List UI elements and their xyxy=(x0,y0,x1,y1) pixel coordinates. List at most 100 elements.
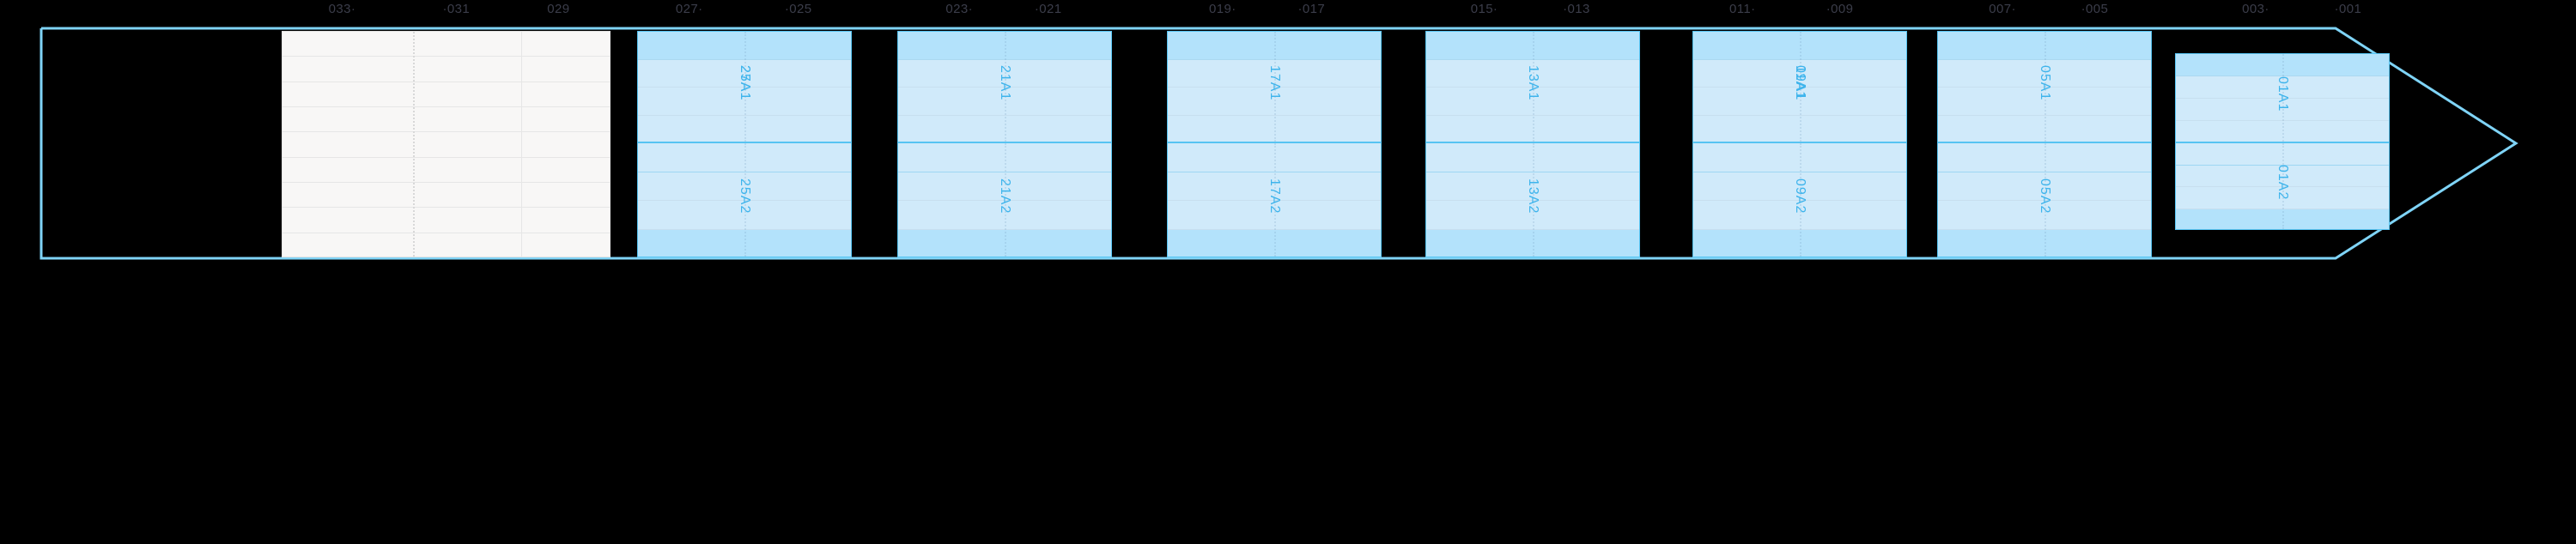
tier-row[interactable] xyxy=(2176,166,2390,187)
tier-row[interactable] xyxy=(1168,88,1382,116)
bay-01-lower[interactable]: 01A2 xyxy=(2175,142,2391,230)
tier-row[interactable] xyxy=(1937,60,2151,88)
tier-row[interactable] xyxy=(1426,32,1640,60)
axis-tick-label: 015· xyxy=(1470,2,1498,16)
axis-tick-label: 003· xyxy=(2242,2,2269,16)
tier-row[interactable] xyxy=(1692,88,1906,116)
tier-row[interactable] xyxy=(897,88,1111,116)
axis-tick-label: ·025 xyxy=(784,2,812,16)
tier-row[interactable] xyxy=(638,172,852,201)
bay-divider-line xyxy=(1533,143,1535,257)
tier-row[interactable] xyxy=(897,172,1111,201)
tier-row[interactable] xyxy=(1426,201,1640,230)
bay-divider-line xyxy=(521,32,523,257)
tier-row[interactable] xyxy=(283,158,610,183)
tier-row[interactable] xyxy=(2176,99,2390,121)
axis-tick-label: 033· xyxy=(328,2,356,16)
tier-row[interactable] xyxy=(2176,143,2390,166)
tier-row[interactable] xyxy=(283,183,610,209)
tier-row[interactable] xyxy=(283,233,610,257)
bay-29[interactable] xyxy=(282,0,611,544)
axis-tick-label: 023· xyxy=(945,2,973,16)
tier-row[interactable] xyxy=(638,60,852,88)
tier-row[interactable] xyxy=(1692,229,1906,257)
bay-divider-line xyxy=(1004,32,1006,142)
tier-row[interactable] xyxy=(1937,201,2151,230)
tier-row[interactable] xyxy=(283,82,610,107)
tier-row[interactable] xyxy=(638,143,852,172)
tier-row[interactable] xyxy=(638,201,852,230)
bay-05-lower[interactable]: 05A2 xyxy=(1936,142,2152,257)
bay-divider-line xyxy=(2044,32,2046,142)
tier-row[interactable] xyxy=(1937,32,2151,60)
tier-row[interactable] xyxy=(638,88,852,116)
tier-row[interactable] xyxy=(638,32,852,60)
tier-row[interactable] xyxy=(1426,229,1640,257)
bay-21-upper[interactable]: 21A1 xyxy=(896,31,1112,142)
bay-29-upper[interactable] xyxy=(282,31,611,257)
tier-row[interactable] xyxy=(1937,88,2151,116)
axis-tick-007: 007· xyxy=(1989,0,2016,19)
tier-row[interactable] xyxy=(1168,32,1382,60)
tier-row[interactable] xyxy=(1937,143,2151,172)
axis-tick-029: 029 xyxy=(547,0,569,19)
bay-13-lower[interactable]: 13A2 xyxy=(1425,142,1641,257)
tier-row[interactable] xyxy=(1692,172,1906,201)
tier-row[interactable] xyxy=(1168,60,1382,88)
tier-row[interactable] xyxy=(283,32,610,57)
tier-row[interactable] xyxy=(283,132,610,158)
axis-tick-label: ·031 xyxy=(442,2,471,16)
tier-row[interactable] xyxy=(1692,60,1906,88)
tier-row[interactable] xyxy=(897,229,1111,257)
bay-01-upper[interactable]: 01A1 xyxy=(2175,53,2391,142)
tier-row[interactable] xyxy=(1426,143,1640,172)
tier-row[interactable] xyxy=(897,60,1111,88)
tier-row[interactable] xyxy=(638,229,852,257)
axis-tick-019: 019· xyxy=(1209,0,1236,19)
tier-row[interactable] xyxy=(1426,60,1640,88)
tier-row[interactable] xyxy=(897,143,1111,172)
tier-row[interactable] xyxy=(1692,32,1906,60)
tier-row[interactable] xyxy=(1426,172,1640,201)
bay-divider-line xyxy=(1799,32,1801,142)
axis-tick-015: 015· xyxy=(1471,0,1498,19)
bay-11-09-lower[interactable]: 09A2 xyxy=(1692,142,1907,257)
tier-row[interactable] xyxy=(1937,229,2151,257)
axis-tick-017: ·017 xyxy=(1298,0,1326,19)
tier-row[interactable] xyxy=(897,32,1111,60)
bay-17-upper[interactable]: 17A1 xyxy=(1167,31,1382,142)
tier-row[interactable] xyxy=(1168,229,1382,257)
tier-row[interactable] xyxy=(2176,209,2390,229)
axis-tick-label: ·021 xyxy=(1034,2,1062,16)
tier-row[interactable] xyxy=(2176,76,2390,99)
tier-row[interactable] xyxy=(2176,54,2390,76)
tier-row[interactable] xyxy=(283,57,610,82)
tier-row[interactable] xyxy=(1937,172,2151,201)
bay-17-lower[interactable]: 17A2 xyxy=(1167,142,1382,257)
tier-row[interactable] xyxy=(283,107,610,133)
tier-row[interactable] xyxy=(897,201,1111,230)
tier-row[interactable] xyxy=(2176,187,2390,209)
tier-row[interactable] xyxy=(283,208,610,233)
tier-row[interactable] xyxy=(1168,143,1382,172)
tier-row[interactable] xyxy=(1426,88,1640,116)
tier-row[interactable] xyxy=(1168,201,1382,230)
tier-row[interactable] xyxy=(1692,201,1906,230)
bay-27-25-lower[interactable]: 25A2 xyxy=(637,142,853,257)
bay-13-upper[interactable]: 13A1 xyxy=(1425,31,1641,142)
bay-divider-line xyxy=(2282,54,2285,142)
tier-row[interactable] xyxy=(1168,172,1382,201)
bay-05-upper[interactable]: 05A1 xyxy=(1936,31,2152,142)
tier-row[interactable] xyxy=(1692,143,1906,172)
bay-21-lower[interactable]: 21A2 xyxy=(896,142,1112,257)
